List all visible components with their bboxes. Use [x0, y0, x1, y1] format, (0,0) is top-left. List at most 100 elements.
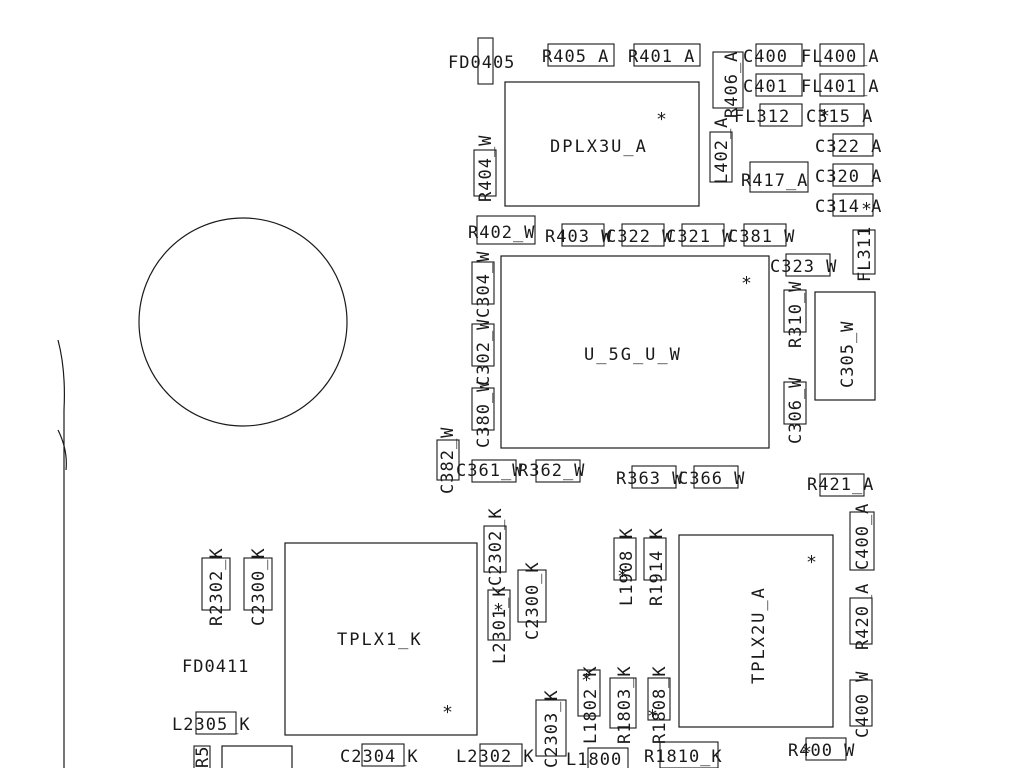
c401-label: C401	[743, 77, 788, 97]
l1802-label: L1802_K	[581, 665, 601, 744]
r1810-pad	[659, 741, 719, 768]
c320-pad	[832, 163, 874, 187]
r404-pad	[473, 149, 497, 197]
fl312-label: FL312	[734, 107, 790, 127]
r362-pad	[535, 459, 581, 483]
r401-label: R401_A	[628, 47, 695, 67]
c315-label: C315_A	[806, 107, 873, 127]
fl401-pad	[819, 73, 865, 97]
r404-label: R404_W	[476, 135, 496, 202]
c400a-pad	[849, 511, 875, 571]
r1810-label: R1810_K	[644, 747, 723, 767]
l1908-label: L1908_K	[617, 527, 637, 606]
r403-pad	[561, 223, 605, 247]
l1908-pin1-mark: *	[618, 566, 627, 587]
c401-pad	[755, 73, 803, 97]
r363-pad	[631, 465, 677, 489]
c321-pad	[681, 223, 725, 247]
c400w-label: C400_W	[853, 671, 873, 738]
r420-pad	[849, 597, 873, 645]
c380-label: C380_W	[474, 381, 494, 448]
r421-pad	[819, 473, 865, 497]
tplx2u-pin1-mark: *	[807, 552, 816, 573]
r5-pad	[193, 745, 211, 768]
dplx3u-label: DPLX3U_A	[550, 137, 648, 157]
r310-label: R310_W	[786, 281, 806, 348]
u5g-outline	[500, 255, 770, 449]
c2304-label: C2304_K	[340, 747, 419, 767]
r1808-pin1-mark: *	[648, 706, 657, 727]
r2302-label: R2302_K	[207, 547, 227, 626]
c380-pad	[471, 387, 495, 431]
l2301-label: L2301_K	[490, 585, 510, 664]
c314-pad	[832, 193, 874, 217]
r406-label: R406_A	[722, 51, 742, 118]
u5g-pin1-mark: *	[742, 273, 751, 294]
c400w-pad	[849, 679, 873, 727]
dplx3u-pin1-mark: *	[657, 109, 666, 130]
c2302-label: C2302_K	[486, 507, 506, 586]
r1914-pad	[643, 537, 667, 581]
l1800-label: L1800	[566, 750, 622, 768]
l2301-pad	[487, 589, 511, 641]
c306-pad	[783, 381, 807, 425]
tplx2u-outline	[678, 534, 834, 728]
mounting-circle	[138, 217, 348, 427]
r400-pad	[805, 737, 847, 761]
r406-pad	[712, 51, 744, 109]
r5-label: R5	[193, 746, 213, 768]
dplx3u-outline	[504, 81, 700, 207]
c2300b-pad	[517, 569, 547, 623]
l1802-pin1-mark: *	[582, 670, 591, 691]
c302w-pad	[471, 323, 495, 367]
c2303-pad	[535, 699, 567, 757]
c382-pad	[436, 439, 460, 481]
r1803-pad	[609, 677, 637, 729]
c314-label: C314_A	[815, 197, 882, 217]
c304-label: C304_W	[474, 251, 494, 318]
fl400-pad	[819, 43, 865, 67]
c2300-pad	[243, 557, 273, 611]
r401-pad	[633, 43, 701, 67]
r400-pin1-mark: *	[802, 742, 811, 763]
l1802-pad	[577, 669, 601, 717]
r421-label: R421_A	[807, 475, 874, 495]
fl400-label: FL400_A	[801, 47, 880, 67]
c322w-label: C322_W	[606, 227, 673, 247]
c302w-label: C302_W	[474, 319, 494, 386]
r310-pad	[783, 289, 807, 333]
l2302-label: L2302_K	[456, 747, 535, 767]
l1800-pad	[587, 747, 629, 768]
c315-pad	[819, 103, 865, 127]
l2301-pin1-mark: *	[494, 600, 503, 621]
l1908-pad	[613, 537, 637, 581]
r363-label: R363_W	[616, 469, 683, 489]
l2302-pad	[479, 743, 523, 767]
c323-label: C323_W	[770, 257, 837, 277]
fd0411-label: FD0411	[182, 657, 249, 677]
c306-label: C306_W	[786, 377, 806, 444]
r417-pad	[749, 161, 809, 193]
r1808-pad	[647, 677, 671, 721]
tplx1-label: TPLX1_K	[337, 630, 423, 650]
r362-label: R362_W	[518, 461, 585, 481]
c320-label: C320_A	[815, 167, 882, 187]
tplx2u-label: TPLX2U_A	[749, 586, 769, 684]
r2302-pad	[201, 557, 231, 611]
c400a-label: C400_A	[853, 503, 873, 570]
c2300-label: C2300_K	[249, 547, 269, 626]
c382-label: C382_W	[438, 427, 458, 494]
c322a-pad	[832, 133, 874, 157]
r1808-label: R1808_K	[650, 665, 670, 744]
r400-label: R400_W	[788, 741, 855, 761]
l2305-label: L2305_K	[172, 715, 251, 735]
r402-label: R402_W	[468, 223, 535, 243]
c366-pad	[693, 465, 739, 489]
fl311-pad	[852, 229, 876, 275]
tplx1-pin1-mark: *	[443, 702, 452, 723]
fd0405-pad	[477, 37, 494, 85]
c305-label: C305_W	[838, 321, 858, 388]
c315-pin1-mark: *	[820, 106, 829, 127]
tplx1-outline	[284, 542, 478, 736]
